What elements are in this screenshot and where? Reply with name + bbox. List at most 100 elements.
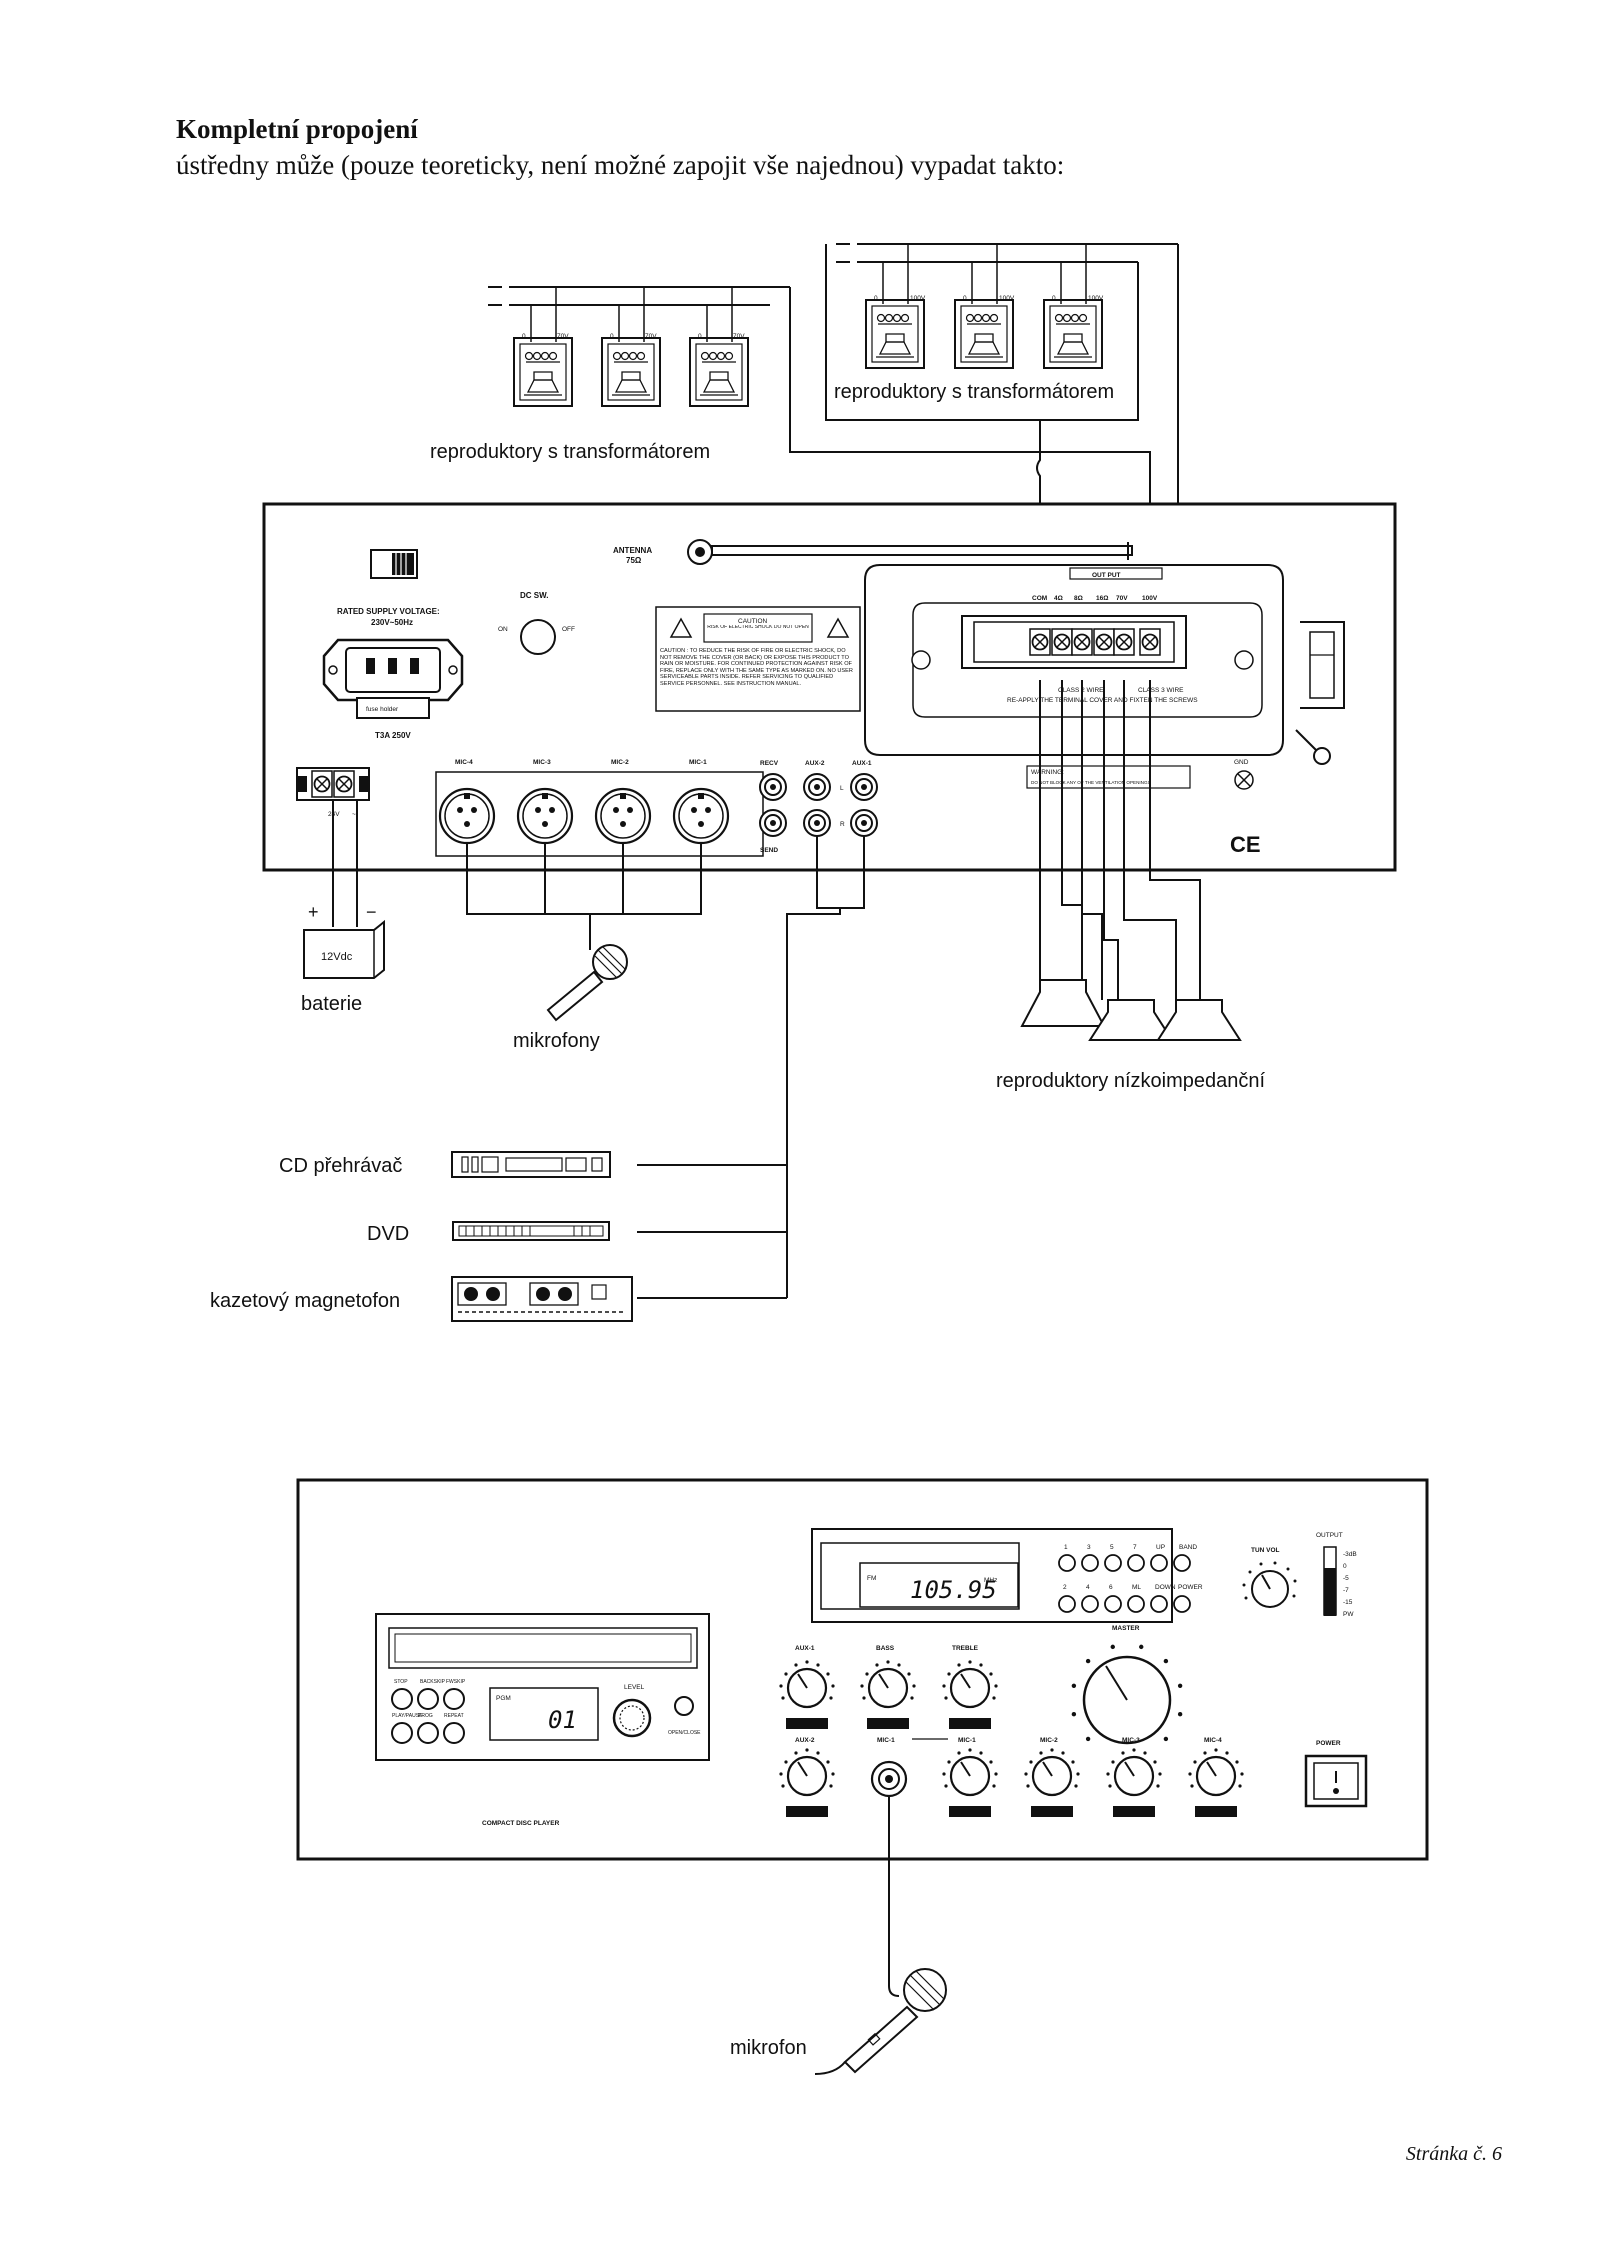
cd-control-button[interactable] [443,1722,465,1744]
cd-button-label: PLAY/PAUSE [392,1713,423,1719]
antenna-label: ANTENNA [613,546,652,555]
mic-4-knob[interactable]: MIC-4 [1187,1737,1245,1819]
ground-terminal[interactable]: GND [1234,759,1254,790]
mic-4-knob-label: MIC-4 [1204,1737,1222,1744]
caution-label-box: CAUTION RISK OF ELECTRIC SHOCK DO NOT OP… [655,606,861,712]
cd-control-button[interactable] [391,1688,413,1710]
tap-0-label: 0 [698,333,702,340]
preset-top-label: 3 [1087,1544,1091,1551]
tuning-volume-knob[interactable]: TUN VOL [1242,1547,1297,1608]
preset-button[interactable] [1104,1554,1122,1572]
preset-button[interactable] [1150,1554,1168,1572]
antenna-connector[interactable]: ANTENNA 75Ω [613,539,1133,565]
meter-mark-label: PW [1343,1611,1354,1618]
voltage-selector-switch[interactable] [370,549,418,579]
antenna-ohm-label: 75Ω [626,556,642,565]
low-impedance-speakers-label: reproduktory nízkoimpedanční [996,1070,1265,1092]
tap-100v-label: 100V [1088,295,1104,302]
lowz-speaker-3 [1156,999,1242,1041]
mic-2-knob[interactable]: MIC-2 [1023,1737,1081,1819]
preset-bottom-label: DOWN [1155,1584,1176,1591]
lowz-speaker-2 [1088,999,1174,1041]
cd-control-button[interactable] [391,1722,413,1744]
page-heading: Kompletní propojení [176,114,418,144]
master-label: MASTER [1112,1625,1140,1632]
cd-control-button[interactable] [443,1688,465,1710]
mic-1-jack[interactable]: MIC-1 [870,1737,948,1798]
track-display: 01 [548,1706,577,1734]
speaker-70v-3: 0 70V [689,287,749,407]
master-volume-knob[interactable]: MASTER [1071,1625,1183,1745]
cd-control-button[interactable] [417,1722,439,1744]
mic-4-input[interactable]: MIC-4 [438,759,496,845]
cd-level-label: LEVEL [624,1684,645,1691]
battery: + − 12Vdc baterie [301,902,385,1015]
output-terminal-label: 16Ω [1096,595,1108,602]
aux-2-knob[interactable]: AUX-2 [778,1737,836,1819]
mic-1-knob[interactable]: MIC-1 [941,1737,999,1819]
output-terminal[interactable] [1113,628,1135,656]
output-terminal-label: 4Ω [1054,595,1063,602]
cd-button-label: PROG [418,1713,433,1719]
tuner-display: FM 105.95 MHz [811,1528,1173,1623]
preset-top-label: 1 [1064,1544,1068,1551]
battery-label: baterie [301,993,362,1015]
aux-1-knob[interactable]: AUX-1 [778,1645,836,1731]
preset-button[interactable] [1058,1554,1076,1572]
preset-bottom-label: ML [1132,1584,1141,1591]
dvd-device: DVD [367,1221,610,1245]
speaker-group-100v: 0 100V 0 100V 0 100V reproduktory s tran… [825,243,1179,555]
preset-button[interactable] [1150,1595,1168,1613]
tap-0-label: 0 [610,333,614,340]
mic-inputs[interactable]: MIC-4 MIC-3 MIC-2 MIC-1 [435,759,764,857]
bass-knob-label: BASS [876,1645,895,1652]
preset-bottom-label: POWER [1178,1584,1203,1591]
output-terminal-label: 100V [1142,595,1158,602]
power-inlet[interactable]: RATED SUPPLY VOLTAGE: 230V~50Hz fuse hol… [322,607,464,740]
cd-level-knob[interactable]: LEVEL [612,1684,652,1738]
page-number: Stránka č. 6 [1405,2143,1502,2165]
tap-0-label: 0 [874,295,878,302]
preset-button[interactable] [1081,1554,1099,1572]
warning-title: WARNING: [1031,769,1064,776]
dc-24v-label: 24V [328,811,340,818]
mic-3-knob[interactable]: MIC-3 [1105,1737,1163,1819]
mic-3-label: MIC-3 [533,759,551,766]
preset-button[interactable] [1081,1595,1099,1613]
treble-knob-label: TREBLE [952,1645,979,1652]
rca-inputs[interactable]: RECV SEND AUX-2 AUX-1 L R [759,760,878,854]
output-terminal[interactable] [1093,628,1115,656]
output-terminal[interactable] [1051,628,1073,656]
mic-1-label: MIC-1 [689,759,707,766]
tap-0-label: 0 [522,333,526,340]
power-label: POWER [1316,1740,1341,1747]
mic-1-input[interactable]: MIC-1 [672,759,730,845]
cd-control-button[interactable] [417,1688,439,1710]
low-impedance-speakers: reproduktory nízkoimpedanční [996,680,1265,1092]
output-terminal[interactable] [1139,628,1161,656]
preset-button[interactable] [1058,1595,1076,1613]
dc-switch[interactable]: DC SW. ON OFF [498,591,575,655]
speaker-70v-1: 0 70V [513,287,573,407]
preset-button[interactable] [1104,1595,1122,1613]
preset-button[interactable] [1127,1554,1145,1572]
mic-3-input[interactable]: MIC-3 [516,759,574,845]
bass-knob[interactable]: BASS [859,1645,917,1731]
preset-button[interactable] [1173,1595,1191,1613]
output-terminal[interactable] [1071,628,1093,656]
preset-button[interactable] [1127,1595,1145,1613]
mic-2-input[interactable]: MIC-2 [594,759,652,845]
class-3-wire-label: CLASS 3 WIRE [1138,687,1184,694]
output-terminal[interactable] [1029,628,1051,656]
preset-button[interactable] [1173,1554,1191,1572]
power-switch[interactable]: POWER [1304,1740,1368,1808]
output-terminal-label: 8Ω [1074,595,1083,602]
output-meter-label: OUTPUT [1316,1532,1343,1539]
treble-knob[interactable]: TREBLE [941,1645,999,1731]
speaker-70v-2: 0 70V [601,287,661,407]
open-close-button[interactable]: OPEN/CLOSE [668,1696,701,1736]
